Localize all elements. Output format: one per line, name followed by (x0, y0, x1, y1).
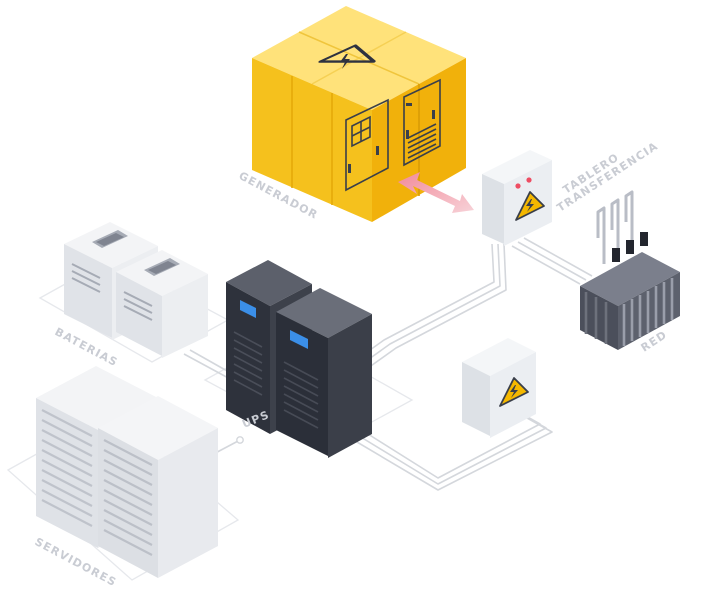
panel-warning-icon (499, 377, 529, 407)
ups (226, 260, 372, 458)
server-connector-node (236, 436, 244, 444)
servers (36, 366, 218, 578)
indicator-light-1 (515, 183, 521, 189)
generator (252, 6, 466, 222)
ups-screen-2 (290, 330, 308, 349)
battery-icon-2 (144, 258, 180, 276)
electrical-panel (462, 338, 536, 438)
transfer-label-line2: TRANSFERENCIA (555, 139, 661, 214)
transfer-warning-icon (515, 191, 545, 221)
batteries (64, 222, 208, 358)
battery-icon-1 (92, 230, 128, 248)
generator-warning-icon (318, 44, 376, 69)
indicator-light-2 (526, 177, 532, 183)
bidirectional-arrow (398, 172, 474, 213)
transfer-board (482, 150, 552, 246)
grid-transformer (580, 190, 680, 350)
ups-screen-1 (240, 300, 256, 318)
